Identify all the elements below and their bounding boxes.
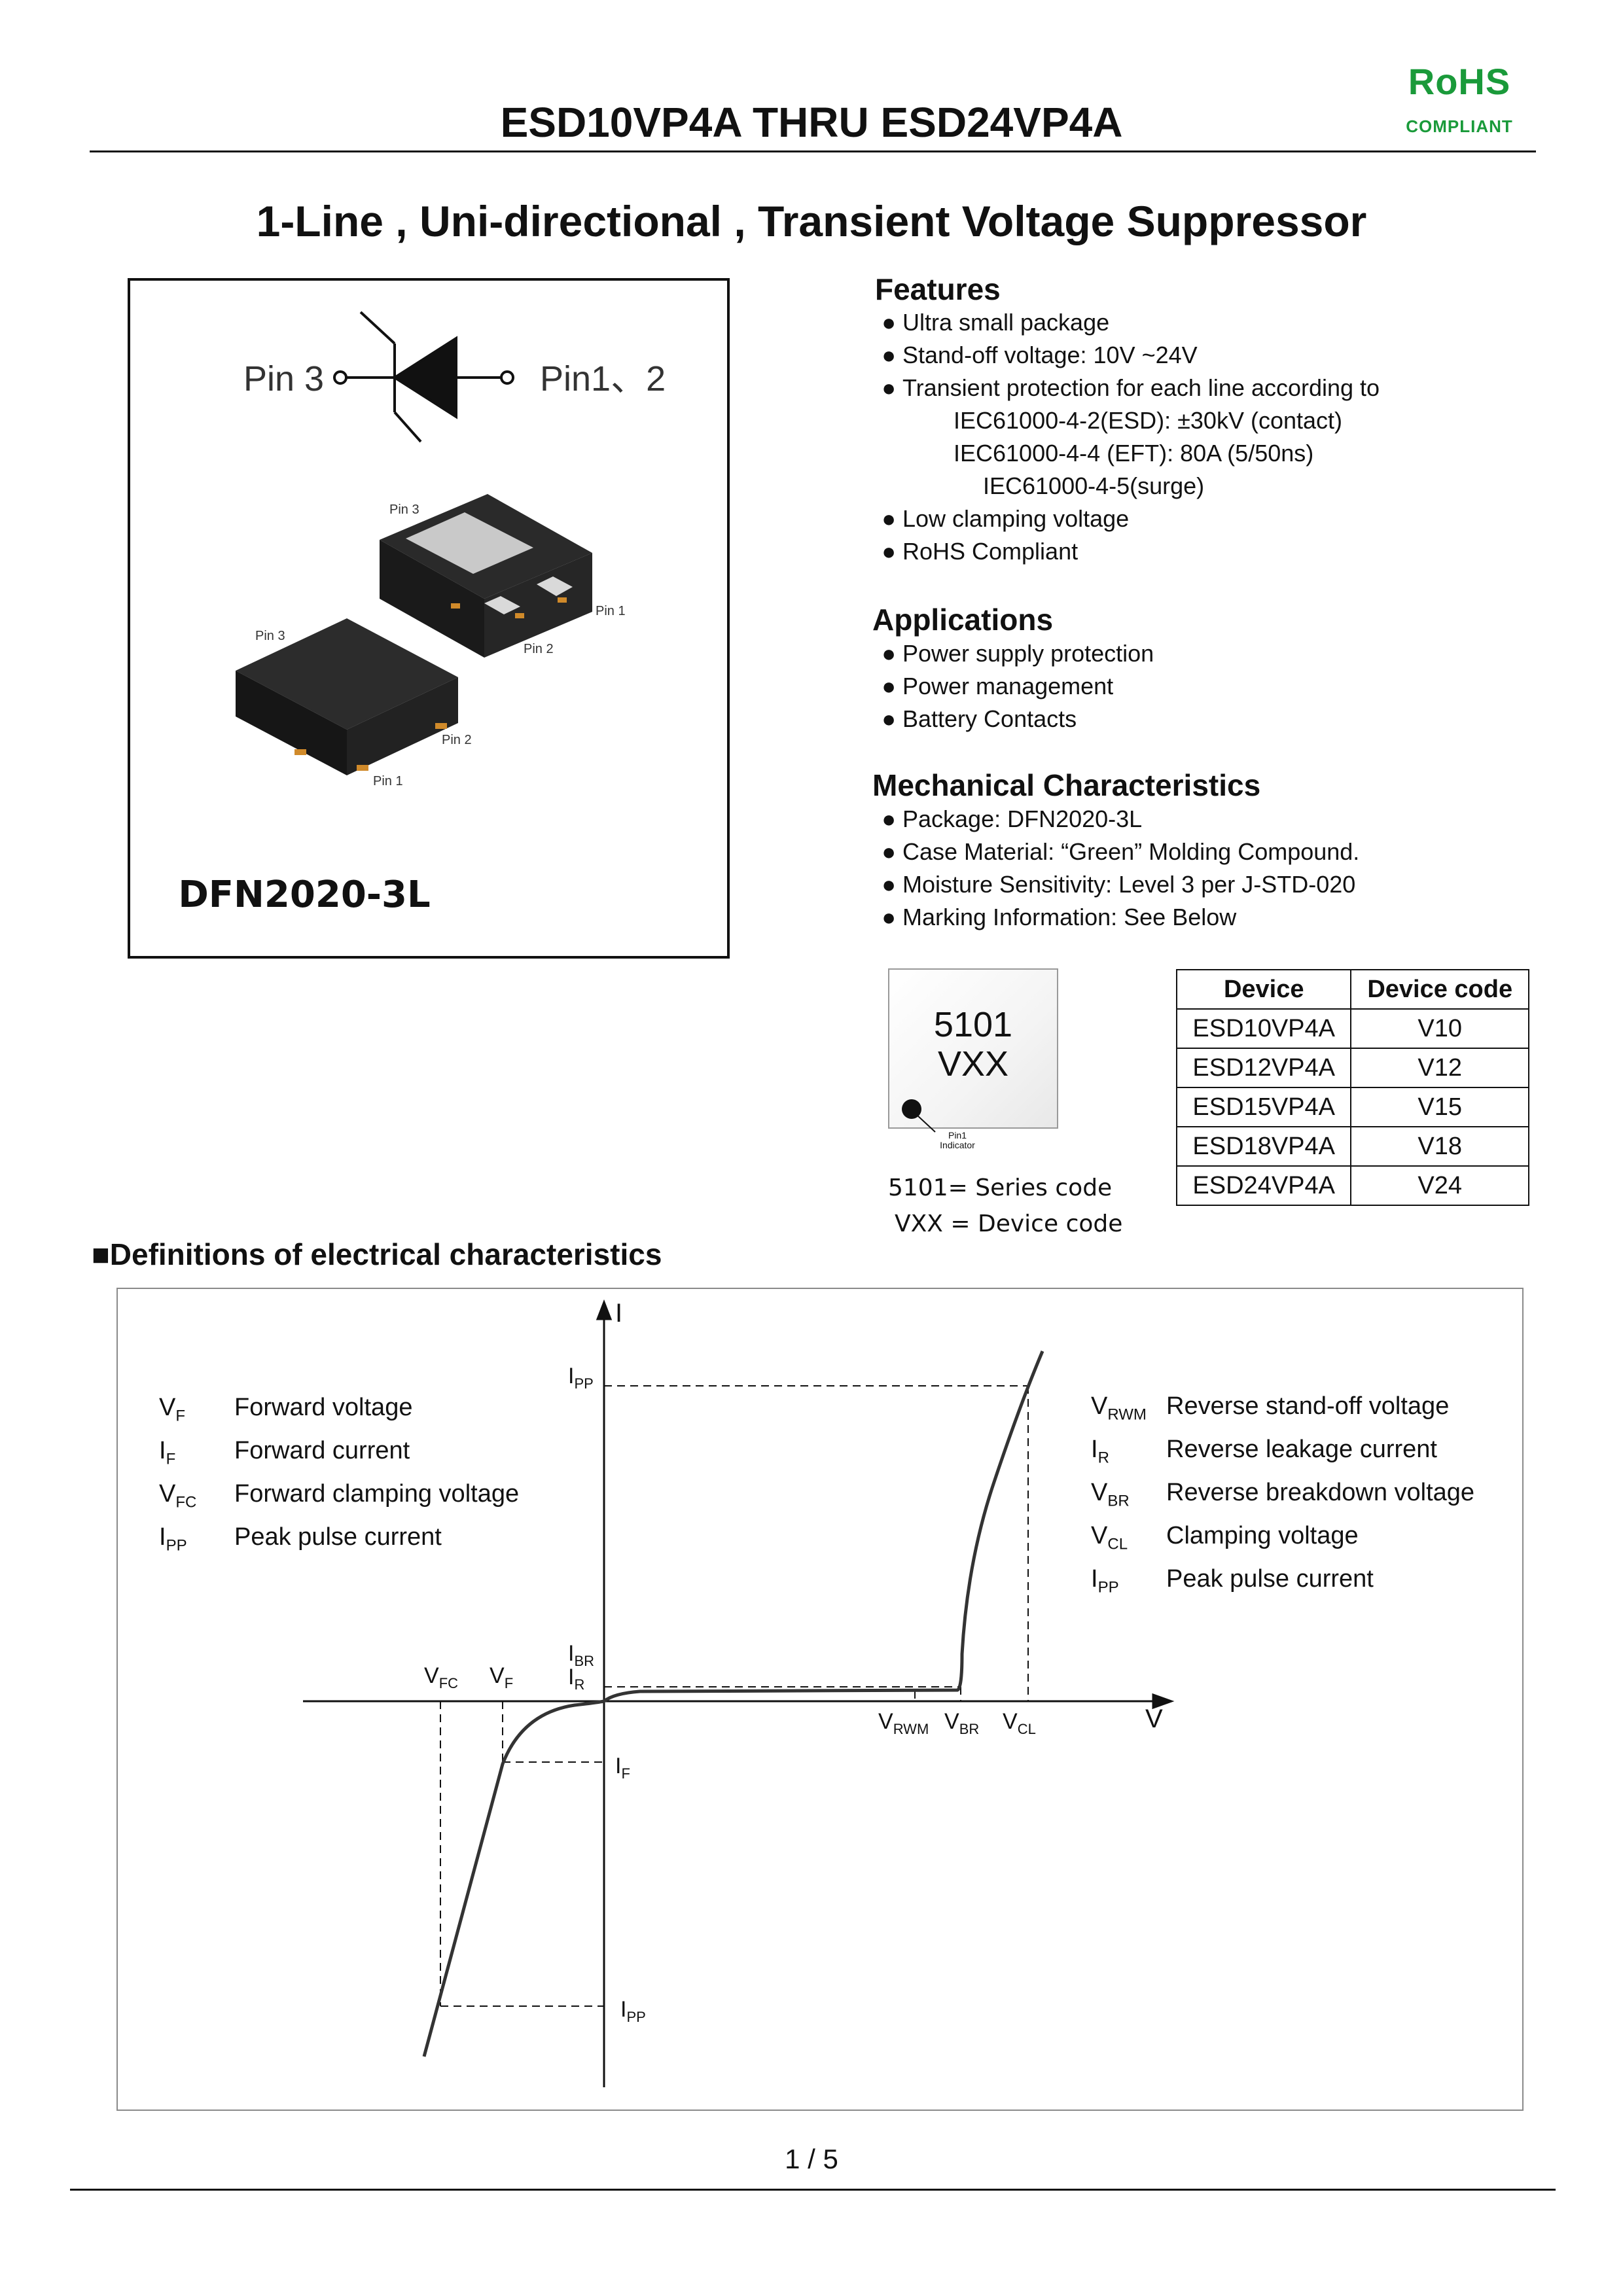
page-number: 1 / 5	[785, 2144, 838, 2174]
package-illustration: Pin 3 Pin1、2 Pin 3 Pin 1 Pin 2 Pin 3 Pin…	[236, 311, 666, 788]
list-item: ●Power management	[882, 673, 1114, 699]
applications-heading: Applications	[872, 603, 1054, 637]
pkg-a-pin3-label: Pin 3	[389, 503, 419, 517]
label-ipp-top: IPP	[568, 1364, 594, 1392]
list-item: ●Power supply protection	[882, 640, 1154, 667]
package-bottom-view-icon	[380, 494, 592, 658]
rohs-compliant-label: COMPLIANT	[1406, 116, 1513, 136]
list-item: IEC61000-4-5(surge)	[983, 472, 1205, 499]
v-axis-arrow-icon	[1152, 1693, 1175, 1710]
guide-lines	[440, 1385, 1029, 2007]
label-ir: IR	[568, 1665, 585, 1693]
list-item: IEC61000-4-4 (EFT): 80A (5/50ns)	[954, 440, 1314, 467]
label-vcl: VCL	[1003, 1709, 1036, 1737]
mechanical-heading: Mechanical Characteristics	[872, 768, 1261, 802]
features-heading: Features	[875, 272, 1001, 306]
list-item: ●Battery Contacts	[882, 705, 1077, 732]
package-top-view-icon	[236, 618, 458, 775]
document-title: ESD10VP4A THRU ESD24VP4A	[500, 99, 1123, 146]
table-header: Device	[1175, 969, 1352, 1010]
header-rule	[90, 150, 1536, 152]
table-header: Device code	[1350, 969, 1529, 1010]
label-ipp-bottom: IPP	[620, 1997, 646, 2025]
applications-list: ●Power supply protection ●Power manageme…	[875, 637, 1154, 735]
list-item: ●Moisture Sensitivity: Level 3 per J-STD…	[882, 871, 1356, 898]
i-axis-arrow-icon	[596, 1299, 613, 1320]
marking-line-1: 5101	[933, 1005, 1013, 1044]
list-item: IEC61000-4-2(ESD): ±30kV (contact)	[954, 407, 1342, 434]
page-subtitle: 1-Line , Uni-directional , Transient Vol…	[256, 197, 1367, 245]
rohs-logo: RoHS	[1408, 61, 1511, 102]
features-list: ●Ultra small package ●Stand-off voltage:…	[875, 306, 1380, 568]
iv-curve	[422, 1351, 1044, 2057]
label-if: IF	[615, 1754, 630, 1782]
footer-rule	[70, 2189, 1556, 2191]
iv-characteristic-diagram	[116, 1288, 1524, 2111]
label-vf: VF	[490, 1663, 514, 1691]
pkg-b-pin3-label: Pin 3	[255, 629, 285, 643]
pkg-a-pin2-label: Pin 2	[524, 642, 554, 656]
pkg-b-pin2-label: Pin 2	[442, 733, 472, 747]
axis-i-label: I	[615, 1299, 623, 1328]
list-item: ●Transient protection for each line acco…	[882, 374, 1380, 401]
list-item: ●RoHS Compliant	[882, 538, 1079, 565]
list-item: ●Stand-off voltage: 10V ~24V	[882, 342, 1198, 368]
series-code-note: 5101= Series code	[888, 1174, 1113, 1201]
iv-curve-svg	[303, 1299, 1175, 2087]
table-header-row: Device Device code	[1175, 969, 1529, 1010]
marking-line-2: VXX	[937, 1044, 1009, 1084]
diode-pin-left-label: Pin 3	[243, 359, 324, 398]
list-item: ●Ultra small package	[882, 309, 1110, 336]
label-vfc: VFC	[424, 1663, 459, 1691]
label-vrwm: VRWM	[878, 1709, 929, 1737]
pkg-b-pin1-label: Pin 1	[373, 774, 403, 788]
label-vbr: VBR	[944, 1709, 980, 1737]
list-item: ●Case Material: “Green” Molding Compound…	[882, 838, 1360, 865]
list-item: ●Package: DFN2020-3L	[882, 805, 1143, 832]
diode-symbol-icon	[333, 311, 514, 443]
definitions-heading: ■Definitions of electrical characteristi…	[92, 1237, 662, 1271]
package-figure	[128, 278, 730, 959]
package-name: DFN2020-3L	[178, 874, 431, 916]
mechanical-list: ●Package: DFN2020-3L ●Case Material: “Gr…	[875, 803, 1359, 934]
diode-pin-right-label: Pin1、2	[540, 359, 666, 398]
label-ibr: IBR	[568, 1641, 595, 1669]
axis-v-label: V	[1145, 1704, 1163, 1733]
pkg-a-pin1-label: Pin 1	[596, 604, 626, 618]
list-item: ●Marking Information: See Below	[882, 904, 1237, 930]
list-item: ●Low clamping voltage	[882, 505, 1130, 532]
device-code-note: VXX = Device code	[895, 1210, 1123, 1237]
pin1-indicator-arrow-icon	[916, 1114, 936, 1133]
